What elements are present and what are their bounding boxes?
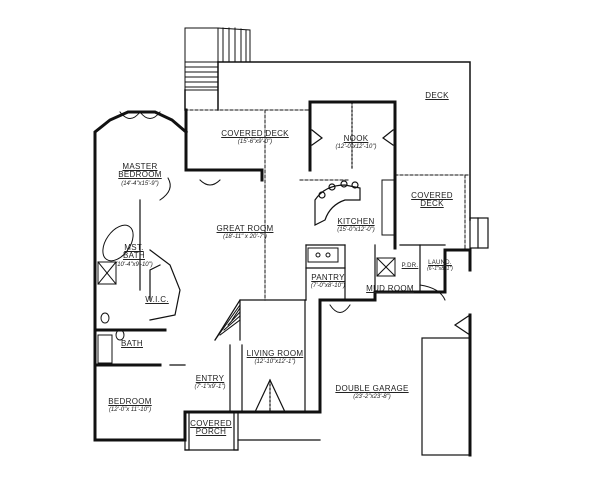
room-label-bath: BATH — [121, 339, 143, 348]
room-label-covered-deck: COVERED DECK (15'-6"x9'-0") — [221, 129, 289, 146]
room-label-nook: NOOK (12'-0"x12'-10") — [335, 134, 377, 151]
room-label-mud-room: MUD ROOM — [366, 284, 414, 293]
interior-stairs — [214, 304, 241, 341]
room-label-double-garage: DOUBLE GARAGE (23'-2"x23'-8") — [335, 384, 409, 401]
room-label-covered-porch: COVERED PORCH — [190, 419, 232, 437]
room-label-mst-bath: MST. BATH (10'-4"x9'-10") — [115, 243, 153, 268]
room-label-great-room: GREAT ROOM (18'-11" x 20'-7") — [216, 224, 274, 241]
room-label-wic: W.I.C. — [145, 295, 169, 304]
room-label-bedroom: BEDROOM (12'-0"x 11'-10") — [108, 397, 152, 414]
room-label-living-room: LIVING ROOM (12'-10"x12'-1") — [246, 349, 304, 366]
room-label-deck: DECK — [425, 91, 449, 100]
room-label-covered-deck-right: COVERED DECK — [411, 191, 453, 209]
deck-outline — [184, 61, 471, 221]
room-label-master-bedroom: MASTER BEDROOM (14'-4"x15'-9") — [118, 162, 162, 187]
room-label-kitchen: KITCHEN (15'-0"x12'-0") — [337, 217, 375, 234]
room-label-pdr: P.DR. — [401, 263, 419, 269]
room-label-laund: LAUND. (6'-1"x8'-1") — [427, 260, 453, 273]
deck-stairs — [184, 27, 251, 91]
room-label-pantry: PANTRY (7'-0"x8'-10") — [310, 273, 346, 290]
kitchen-island — [314, 180, 361, 226]
room-label-entry: ENTRY (7'-1"x9'-1") — [194, 374, 226, 391]
